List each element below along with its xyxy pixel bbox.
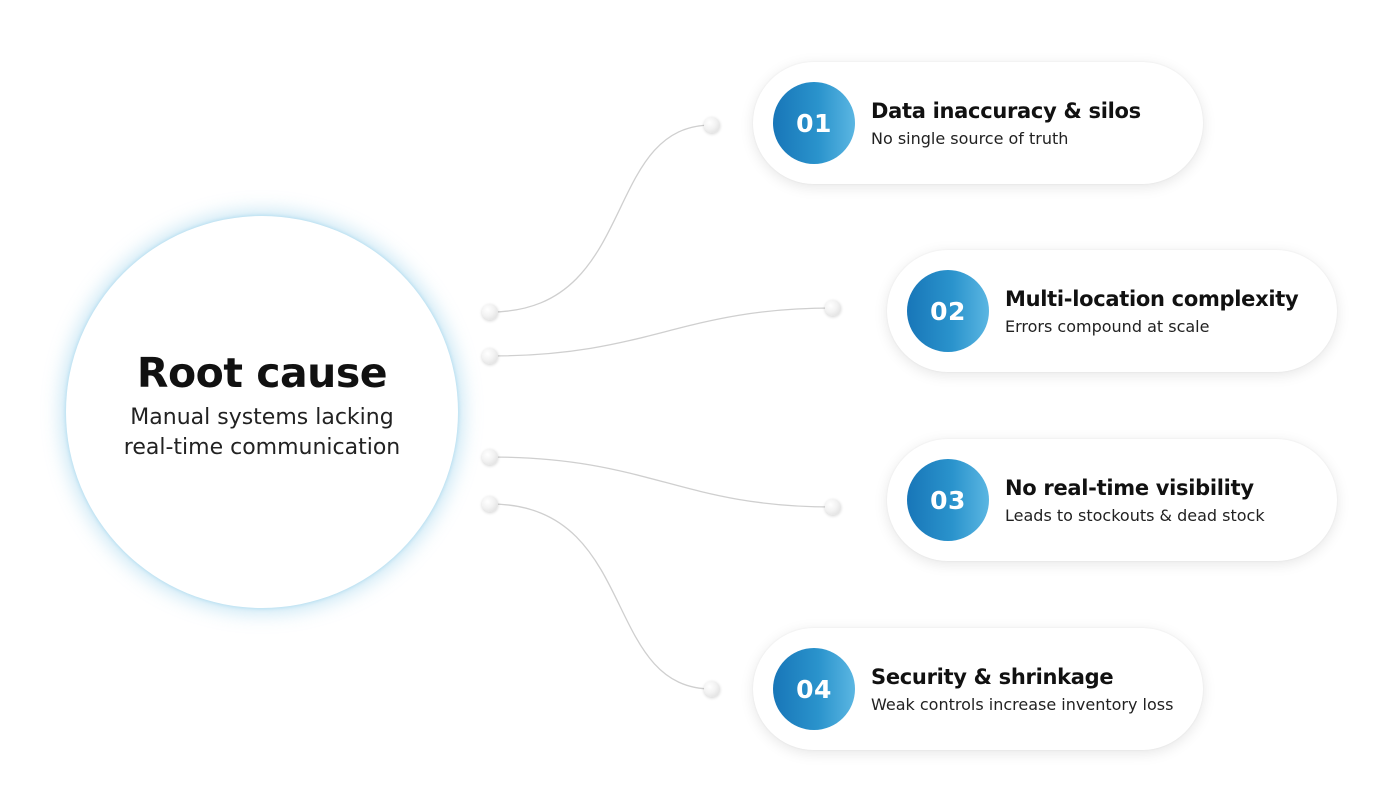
card-description: No single source of truth: [871, 129, 1069, 148]
card-description: Leads to stockouts & dead stock: [1005, 506, 1265, 525]
root-cause-title: Root cause: [136, 349, 388, 397]
connector-dot-root-03: [482, 449, 498, 465]
card-number-badge: 03: [907, 459, 989, 541]
connector-dot-item-03: [825, 499, 841, 515]
card-number-badge: 04: [773, 648, 855, 730]
connector-line-02: [489, 307, 834, 357]
connector-line-01: [489, 124, 713, 313]
card-number-badge: 01: [773, 82, 855, 164]
connector-dot-item-04: [704, 681, 720, 697]
cause-card-03: 03 No real-time visibility Leads to stoc…: [887, 439, 1337, 561]
connector-dot-root-04: [482, 496, 498, 512]
card-title: No real-time visibility: [1005, 476, 1254, 500]
root-cause-subtitle: Manual systems lacking real-time communi…: [123, 405, 401, 460]
cause-card-04: 04 Security & shrinkage Weak controls in…: [753, 628, 1203, 750]
connector-dot-root-02: [482, 348, 498, 364]
cause-card-02: 02 Multi-location complexity Errors comp…: [887, 250, 1337, 372]
card-title: Security & shrinkage: [871, 665, 1114, 689]
card-title: Multi-location complexity: [1005, 287, 1299, 311]
connector-dot-item-01: [704, 117, 720, 133]
connector-line-03: [489, 456, 834, 508]
connector-dot-item-02: [825, 300, 841, 316]
card-title: Data inaccuracy & silos: [871, 99, 1141, 123]
root-cause-circle: Root cause Manual systems lacking real-t…: [66, 216, 458, 608]
connector-dot-root-01: [482, 304, 498, 320]
card-description: Weak controls increase inventory loss: [871, 695, 1174, 714]
card-number-badge: 02: [907, 270, 989, 352]
cause-card-01: 01 Data inaccuracy & silos No single sou…: [753, 62, 1203, 184]
card-description: Errors compound at scale: [1005, 317, 1210, 336]
connector-line-04: [489, 503, 713, 690]
